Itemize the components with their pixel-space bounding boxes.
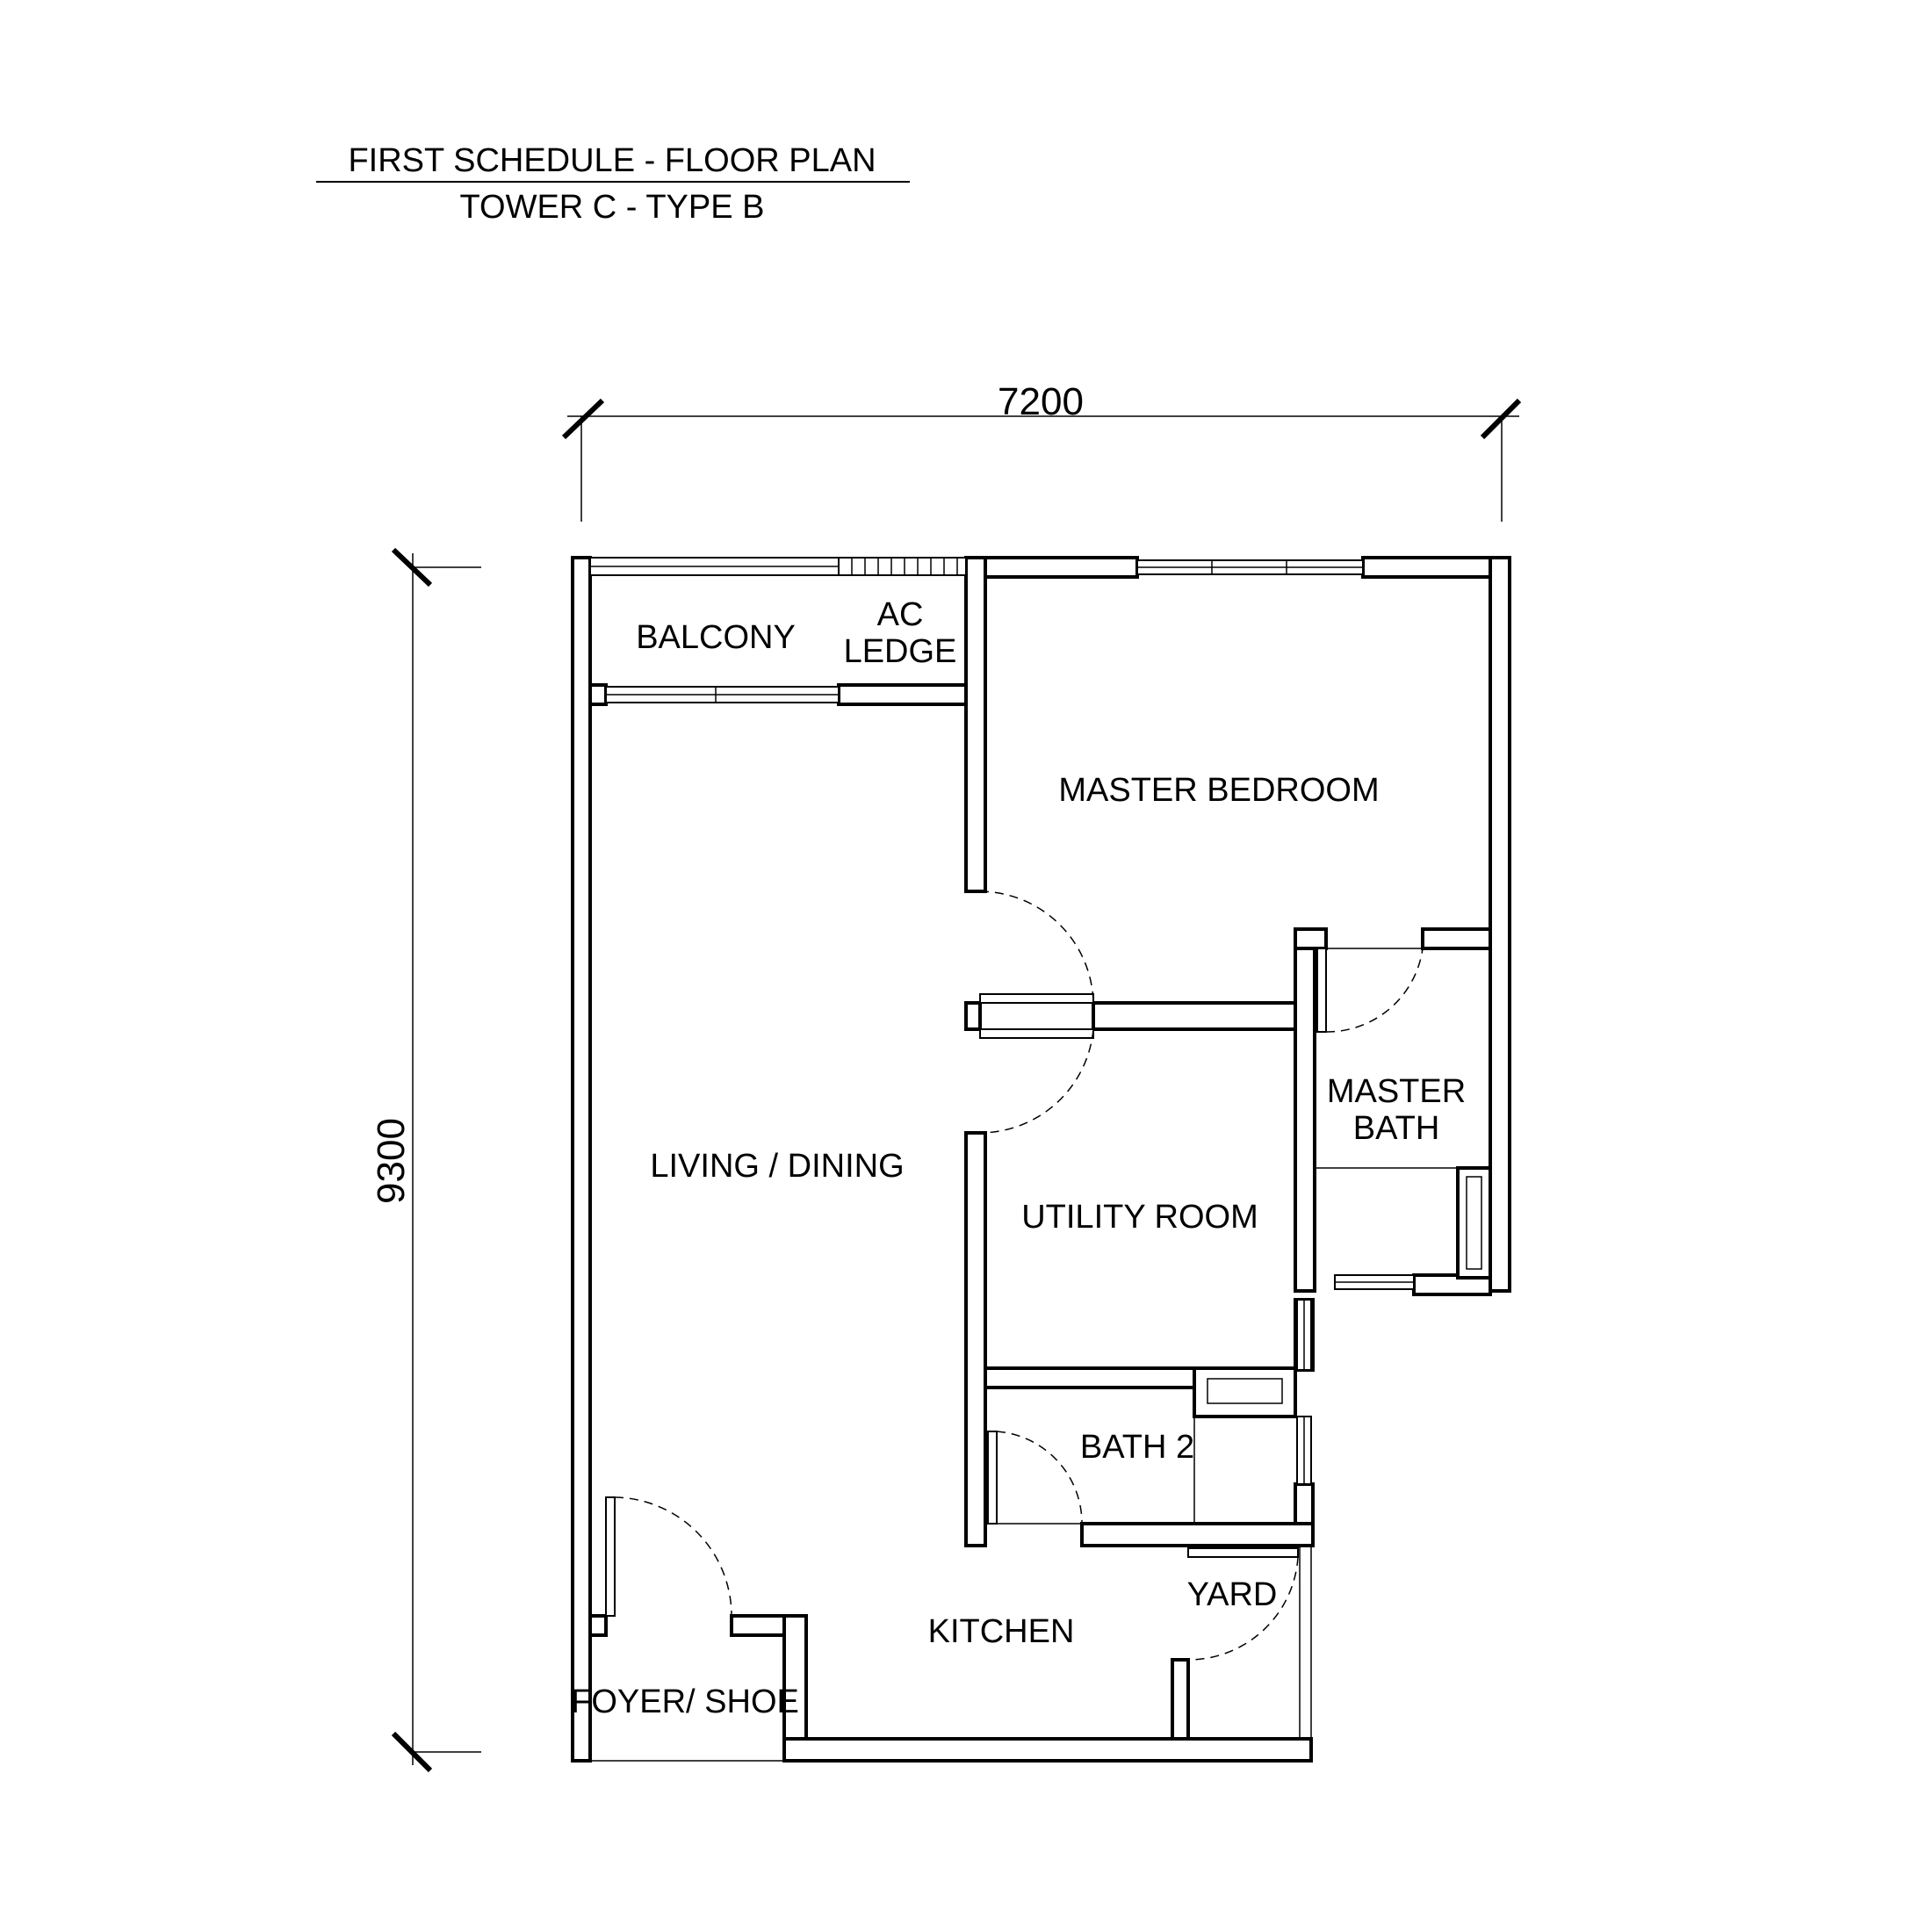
label-kitchen: KITCHEN bbox=[928, 1613, 1075, 1650]
width-dimension: 7200 bbox=[561, 380, 1522, 522]
wall-right bbox=[1489, 556, 1511, 1293]
label-master-bedroom: MASTER BEDROOM bbox=[1058, 772, 1379, 809]
wall-left bbox=[571, 556, 592, 1763]
label-master-bath-line1: MASTER bbox=[1327, 1073, 1466, 1110]
master-bath-vanity bbox=[1456, 1166, 1492, 1280]
wall-balcony-bottom bbox=[837, 683, 968, 706]
wall-foyer-vertical bbox=[782, 1614, 808, 1741]
height-label: 9300 bbox=[370, 1118, 413, 1204]
label-ac-ledge-line1: AC bbox=[877, 596, 924, 633]
bath2-door-leaf bbox=[987, 1431, 998, 1525]
yard-door-leaf bbox=[1187, 1547, 1299, 1558]
wall-balcony-partition bbox=[964, 556, 987, 893]
wall-corridor-stub bbox=[964, 1001, 982, 1031]
label-yard: YARD bbox=[1187, 1576, 1278, 1613]
windows bbox=[589, 557, 1415, 1762]
label-foyer: FOYER/ SHOE bbox=[571, 1683, 799, 1720]
wall-foyer-stub bbox=[588, 1614, 608, 1637]
bath2-vanity bbox=[1193, 1366, 1297, 1418]
wall-corridor bbox=[1092, 1001, 1297, 1031]
bedroom-door-leaf bbox=[979, 993, 1094, 1004]
wall-bath2-bottom bbox=[1080, 1522, 1315, 1547]
plan-title: FIRST SCHEDULE - FLOOR PLAN bbox=[348, 142, 876, 179]
wall-balcony-stub bbox=[588, 683, 608, 706]
label-master-bath-line2: BATH bbox=[1353, 1110, 1440, 1147]
master-bath-door-leaf bbox=[1316, 948, 1327, 1033]
wall-utility-left bbox=[964, 1131, 987, 1547]
wall-bedroom-top-right bbox=[1361, 556, 1492, 579]
width-label: 7200 bbox=[998, 380, 1084, 423]
label-living-dining: LIVING / DINING bbox=[650, 1148, 904, 1185]
plan-subtitle: TOWER C - TYPE B bbox=[460, 189, 765, 226]
label-ac-ledge-line2: LEDGE bbox=[844, 633, 957, 670]
label-balcony: BALCONY bbox=[636, 619, 796, 656]
wall-yard-left bbox=[1171, 1658, 1190, 1741]
label-bath2: BATH 2 bbox=[1080, 1429, 1194, 1466]
wall-master-bath-left bbox=[1294, 927, 1316, 1293]
height-dimension: 9300 bbox=[370, 547, 481, 1773]
label-utility-room: UTILITY ROOM bbox=[1021, 1199, 1258, 1236]
wall-master-bath-cap bbox=[1294, 927, 1328, 950]
wall-bedroom-top-left bbox=[982, 556, 1139, 579]
wall-bottom bbox=[782, 1737, 1313, 1763]
entrance-door-leaf bbox=[605, 1496, 616, 1617]
utility-door-leaf bbox=[979, 1028, 1094, 1039]
room-labels: BALCONY AC LEDGE MASTER BEDROOM MASTER B… bbox=[571, 596, 1466, 1720]
doors bbox=[605, 890, 1424, 1661]
wall-master-bath-top bbox=[1421, 927, 1492, 950]
